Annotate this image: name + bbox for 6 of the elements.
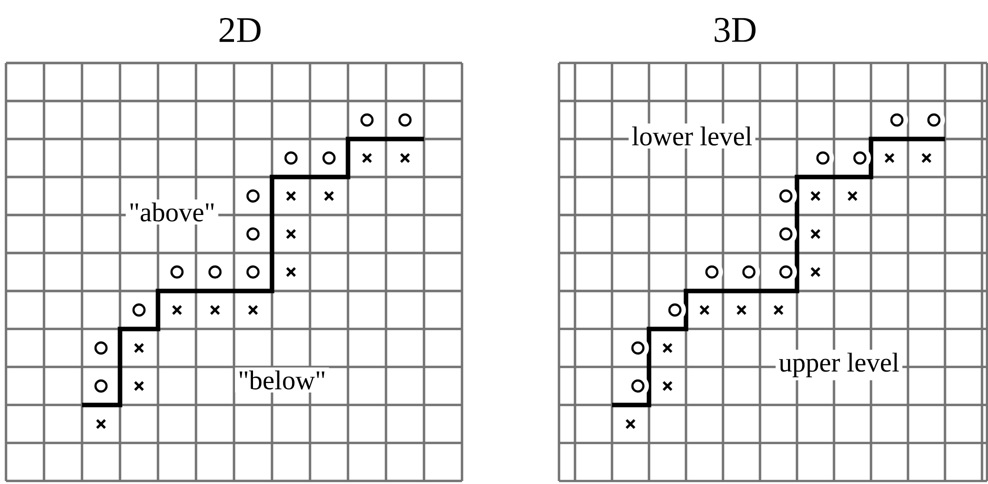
region-label: "below" [235,367,330,392]
region-label: lower level [628,124,756,148]
panel-title: 2D [220,18,261,42]
region-label: "above" [126,200,218,224]
region-label: upper level [776,350,902,380]
panel-title: 3D [714,18,756,42]
